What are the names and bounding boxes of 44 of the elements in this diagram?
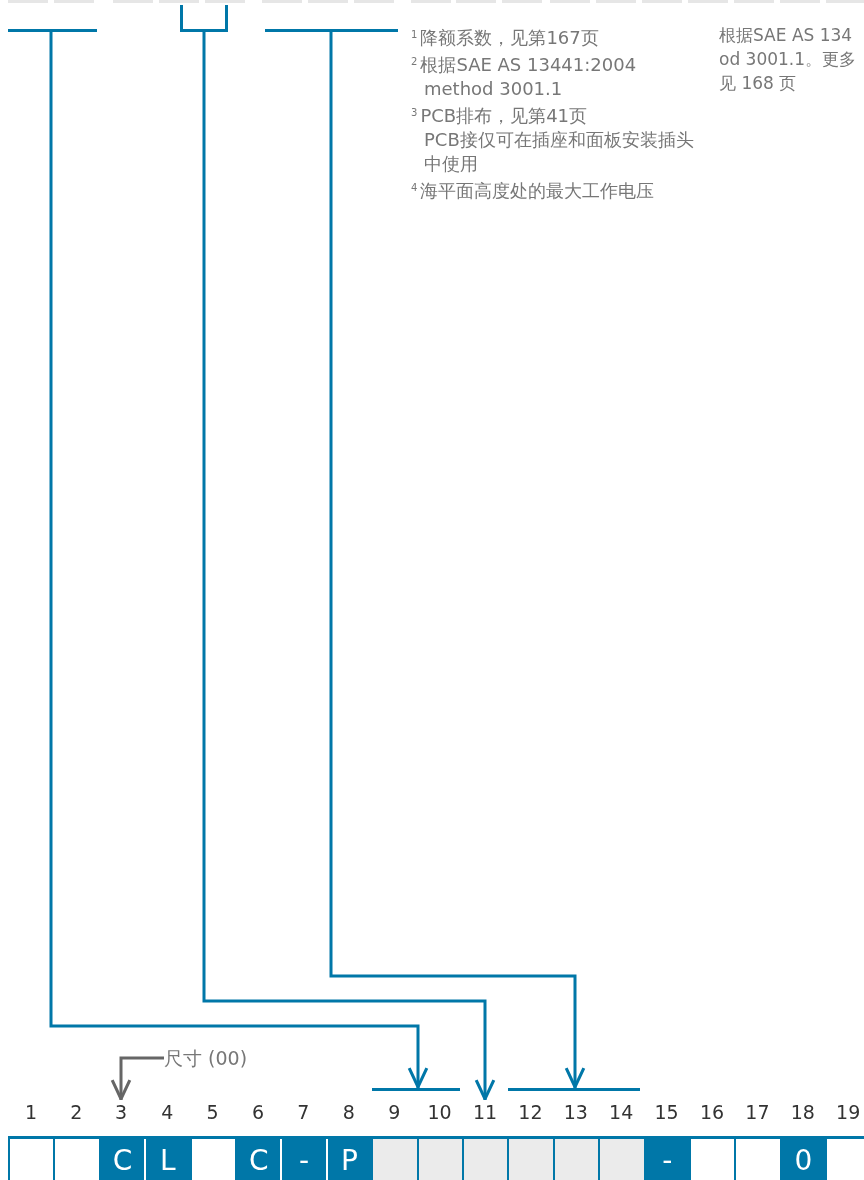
footnote: $^{2}$根据SAE AS 13441:2004 method 3001.1 <box>411 53 638 101</box>
code-cell: C <box>235 1139 281 1180</box>
position-number: 14 <box>608 1100 635 1124</box>
code-cell: 0 <box>779 1139 826 1180</box>
code-cell: L <box>144 1139 190 1180</box>
bracket-bar <box>8 29 97 32</box>
position-number: 8 <box>341 1100 356 1124</box>
code-cell: - <box>280 1139 326 1180</box>
position-number: 1 <box>23 1100 39 1124</box>
bracket-bar <box>372 1088 460 1091</box>
position-number: 9 <box>387 1100 402 1124</box>
position-number: 13 <box>562 1100 589 1124</box>
position-number: 15 <box>653 1100 680 1124</box>
position-number: 17 <box>744 1100 771 1124</box>
footnote: $^{3}$PCB排布，见第41页 <box>411 104 589 128</box>
position-number: 19 <box>835 1100 862 1124</box>
position-number: 5 <box>205 1100 220 1124</box>
position-number: 10 <box>426 1100 453 1124</box>
position-number: 11 <box>468 1100 502 1124</box>
position-number: 18 <box>789 1100 816 1124</box>
bracket <box>180 5 228 32</box>
bracket-bar <box>265 29 398 32</box>
footnote: $^{1}$降额系数，见第167页 <box>411 26 600 50</box>
position-number: 4 <box>160 1100 175 1124</box>
footnote: $^{4}$海平面高度处的最大工作电压 <box>411 179 656 203</box>
callout-text: 尺寸 (00) <box>164 1045 248 1071</box>
code-cell: P <box>325 1139 372 1180</box>
position-number: 2 <box>69 1100 84 1124</box>
footnote-text: 根据SAE AS 134 <box>719 24 854 47</box>
footnote: PCB接仅可在插座和面板安装插头中使用 <box>423 128 694 176</box>
code-cell: - <box>643 1139 689 1180</box>
position-number: 12 <box>517 1100 544 1124</box>
code-cell: C <box>98 1139 145 1180</box>
connector-arrow <box>110 1056 164 1101</box>
connector-arrow <box>202 32 496 1101</box>
connector-arrow <box>329 32 586 1089</box>
footnote-text: od 3001.1。更多 <box>719 48 857 71</box>
position-number: 6 <box>250 1100 266 1124</box>
position-number: 7 <box>296 1100 311 1124</box>
footnote-text: 见 168 页 <box>719 72 798 95</box>
connector-arrow <box>49 32 429 1089</box>
position-number: 3 <box>103 1100 139 1124</box>
bracket-bar <box>508 1088 640 1091</box>
position-number: 16 <box>698 1100 726 1124</box>
